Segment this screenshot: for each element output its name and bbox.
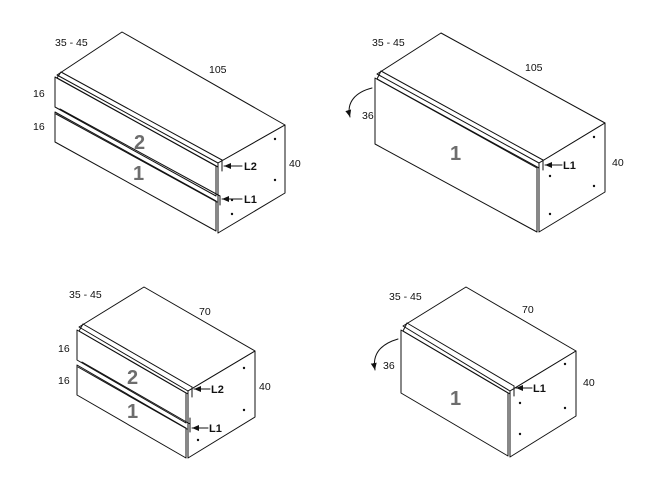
height-label: 40	[612, 157, 624, 169]
depth-label: 35 - 45	[372, 37, 405, 49]
front-height-label: 36	[383, 360, 395, 372]
flap-open-arrow	[345, 87, 373, 118]
drawer-front-lower	[54, 111, 217, 232]
front-height-upper-label: 16	[58, 343, 70, 355]
drawer-number-upper: 2	[134, 132, 145, 154]
unit-top-right: 35 - 45 105 40 36 1 L1	[345, 32, 624, 233]
drawer-number-upper: 2	[127, 367, 138, 389]
unit-bottom-right: 35 - 45 70 40 36 1 L1	[370, 286, 595, 458]
width-label: 105	[525, 62, 543, 74]
handle-label: L1	[563, 160, 576, 172]
flap-number: 1	[450, 143, 461, 165]
width-label: 70	[199, 306, 211, 318]
cabinet-side	[187, 350, 256, 459]
width-label: 105	[209, 64, 227, 76]
drawer-front-lower	[76, 364, 187, 459]
handle-label: L1	[533, 383, 546, 395]
handle-label-lower: L1	[209, 423, 222, 435]
drawer-number-lower: 1	[127, 401, 138, 423]
unit-top-left: 35 - 45 105 40 16 16 2 1 L2 L1	[33, 31, 301, 234]
cabinet-side	[538, 122, 606, 233]
front-height-lower-label: 16	[58, 375, 70, 387]
handle-label-lower: L1	[244, 194, 257, 206]
cabinet-side	[509, 350, 577, 458]
front-height-label: 36	[362, 110, 374, 122]
handle-label-upper: L2	[244, 161, 257, 173]
depth-label: 35 - 45	[389, 291, 422, 303]
flap-open-arrow	[370, 338, 399, 371]
width-label: 70	[522, 304, 534, 316]
height-label: 40	[289, 158, 301, 170]
drawer-number-lower: 1	[133, 163, 144, 185]
front-height-lower-label: 16	[33, 121, 45, 133]
depth-label: 35 - 45	[69, 289, 102, 301]
front-height-upper-label: 16	[33, 88, 45, 100]
flap-number: 1	[450, 388, 461, 410]
depth-label: 35 - 45	[55, 37, 88, 49]
height-label: 40	[583, 377, 595, 389]
unit-bottom-left: 35 - 45 70 40 16 16 2 1 L2 L1	[58, 286, 271, 459]
height-label: 40	[259, 381, 271, 393]
flap-front	[374, 77, 538, 233]
handle-label-upper: L2	[211, 384, 224, 396]
